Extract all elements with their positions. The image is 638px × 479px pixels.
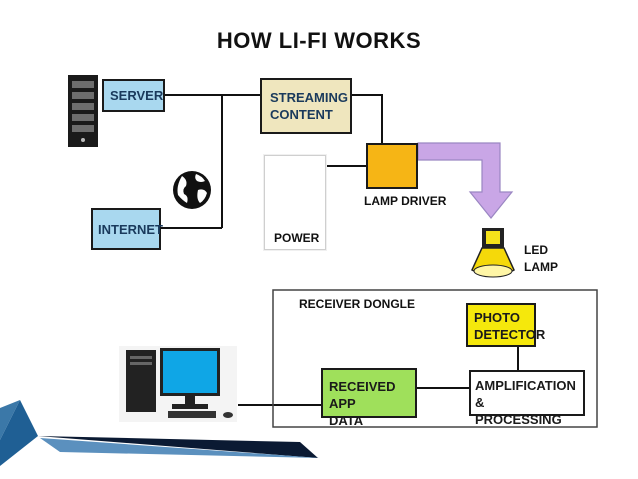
- received-app-data-box: RECEIVED APP DATA: [321, 368, 417, 428]
- light-beam-arrow: [417, 142, 514, 219]
- received-label-line2: DATA: [329, 413, 364, 428]
- photo-detector-box: PHOTO DETECTOR: [466, 303, 546, 347]
- amp-label-line2: PROCESSING: [475, 412, 562, 427]
- receiver-dongle-label: RECEIVER DONGLE: [299, 297, 416, 311]
- internet-label: INTERNET: [98, 222, 163, 237]
- photo-label-line1: PHOTO: [474, 310, 520, 325]
- streaming-label-line1: STREAMING: [270, 90, 348, 105]
- streaming-to-driver-line: [352, 94, 383, 143]
- led-label-line1: LED: [524, 243, 548, 257]
- lamp-driver-box: [366, 143, 418, 189]
- server-rack-icon: [68, 75, 98, 147]
- power-label: POWER: [274, 231, 320, 245]
- led-lamp-icon: [471, 228, 515, 278]
- receiver-dongle-frame: [272, 289, 598, 428]
- photo-label-line2: DETECTOR: [474, 327, 546, 342]
- amp-label-line1: AMPLIFICATION &: [475, 378, 576, 410]
- led-label-line2: LAMP: [524, 260, 558, 274]
- server-label: SERVER: [110, 88, 164, 103]
- connectors: [160, 94, 519, 406]
- amplification-processing-box: AMPLIFICATION & PROCESSING: [469, 370, 585, 427]
- power-box: [264, 155, 326, 250]
- decorative-swoosh: [0, 400, 320, 466]
- server-box: SERVER: [102, 79, 165, 112]
- lamp-driver-label: LAMP DRIVER: [364, 194, 447, 208]
- received-label-line1: RECEIVED APP: [329, 379, 396, 411]
- globe-icon: [173, 171, 211, 209]
- internet-box: INTERNET: [91, 208, 163, 250]
- page-title: HOW LI-FI WORKS: [216, 28, 422, 53]
- streaming-label-line2: CONTENT: [270, 107, 333, 122]
- streaming-content-box: STREAMING CONTENT: [260, 78, 352, 134]
- desktop-computer-icon: [119, 346, 237, 422]
